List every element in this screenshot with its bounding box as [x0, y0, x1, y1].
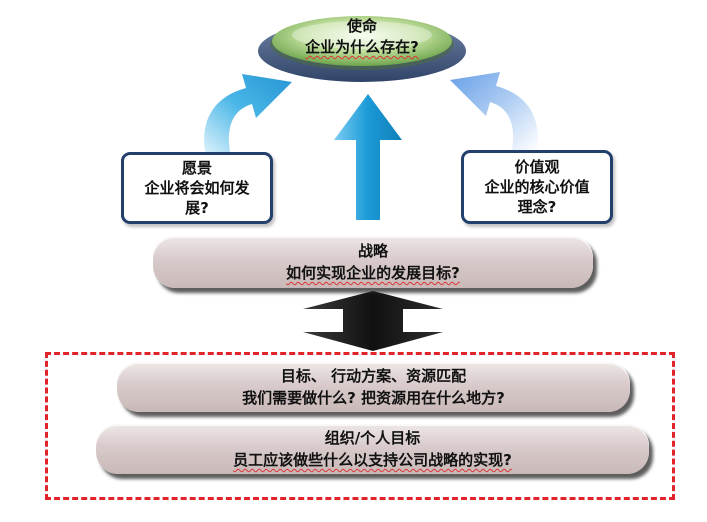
organization-question: 员工应该做些什么以支持公司战略的实现?	[233, 451, 512, 469]
goals-pill: 目标、 行动方案、资源匹配 我们需要做什么? 把资源用在什么地方?	[117, 362, 630, 412]
mission-title: 使命	[346, 17, 377, 35]
values-title: 价值观	[514, 158, 560, 176]
goals-title: 目标、 行动方案、资源匹配	[280, 367, 467, 385]
curved-arrow-right-icon	[450, 72, 538, 150]
mission-question: 企业为什么存在?	[305, 38, 419, 56]
up-arrow-icon	[334, 94, 402, 220]
vision-box: 愿景 企业将会如何发 展?	[121, 152, 273, 224]
strategy-pill: 战略 如何实现企业的发展目标?	[153, 236, 593, 288]
vision-question-line1: 企业将会如何发	[144, 179, 250, 197]
goals-question: 我们需要做什么? 把资源用在什么地方?	[242, 389, 505, 407]
organization-pill: 组织/个人目标 员工应该做些什么以支持公司战略的实现?	[96, 424, 649, 474]
mission-label: 使命 企业为什么存在?	[262, 16, 462, 58]
organization-title: 组织/个人目标	[324, 429, 421, 447]
curved-arrow-left-icon	[204, 74, 292, 152]
vision-title: 愿景	[181, 159, 212, 177]
values-question-line1: 企业的核心价值	[484, 178, 590, 196]
double-headed-arrow-icon	[303, 291, 443, 351]
mission-disc-icon	[258, 16, 466, 82]
vision-question-line2: 展?	[185, 199, 209, 217]
values-box: 价值观 企业的核心价值 理念?	[461, 150, 613, 224]
values-question-line2: 理念?	[517, 198, 557, 216]
execution-dashed-region	[45, 352, 675, 500]
strategy-title: 战略	[357, 242, 388, 260]
strategy-question: 如何实现企业的发展目标?	[286, 264, 460, 282]
